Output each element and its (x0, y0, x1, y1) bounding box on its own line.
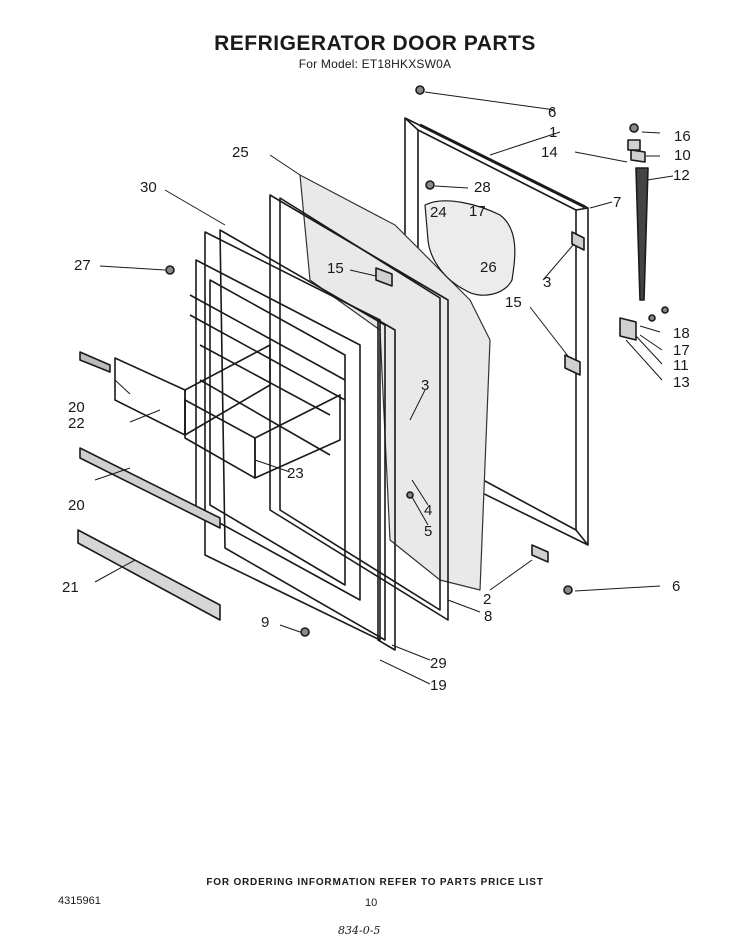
page-title: REFRIGERATOR DOOR PARTS (214, 32, 536, 55)
callout-13: 13 (673, 374, 690, 391)
detail-inset (424, 200, 516, 296)
callout-20b: 20 (68, 497, 85, 514)
callout-12: 12 (673, 167, 690, 184)
callout-labels: 1 2 3 3 4 5 6 6 7 8 9 10 11 12 13 14 15 … (62, 104, 691, 694)
callout-25: 25 (232, 144, 249, 161)
callout-5: 5 (424, 523, 432, 540)
callout-4: 4 (424, 502, 432, 519)
screws (165, 85, 669, 637)
door-gasket (269, 194, 449, 651)
callout-3: 3 (543, 274, 551, 291)
callout-30: 30 (140, 179, 157, 196)
handwritten-note: 834-0-5 (338, 924, 381, 937)
callout-27: 27 (74, 257, 91, 274)
callout-17b: 17 (673, 342, 690, 359)
callout-23: 23 (287, 465, 304, 482)
callout-8: 8 (484, 608, 492, 625)
callout-3b: 3 (421, 377, 429, 394)
callout-6: 6 (548, 104, 556, 121)
callout-26: 26 (480, 259, 497, 276)
callout-9: 9 (261, 614, 269, 631)
callout-18: 18 (673, 325, 690, 342)
inner-door-liner (189, 229, 386, 641)
callout-7: 7 (613, 194, 621, 211)
callout-14: 14 (541, 144, 558, 161)
callout-21: 21 (62, 579, 79, 596)
callout-22: 22 (68, 415, 85, 432)
callout-19: 19 (430, 677, 447, 694)
callout-29: 29 (430, 655, 447, 672)
page-number: 10 (365, 897, 378, 909)
callout-17: 17 (469, 203, 486, 220)
callout-15b: 15 (505, 294, 522, 311)
callout-16: 16 (674, 128, 691, 145)
door-shelf-bins (114, 344, 341, 479)
door-shelf-rails (77, 351, 221, 621)
callout-28: 28 (474, 179, 491, 196)
callout-11: 11 (673, 357, 689, 374)
callout-10: 10 (674, 147, 691, 164)
ordering-info: FOR ORDERING INFORMATION REFER TO PARTS … (206, 877, 544, 888)
callout-20: 20 (68, 399, 85, 416)
callout-24: 24 (430, 204, 447, 221)
callout-15: 15 (327, 260, 344, 277)
callout-6b: 6 (672, 578, 680, 595)
callout-1: 1 (549, 124, 557, 141)
callout-2: 2 (483, 591, 491, 608)
model-subtitle: For Model: ET18HKXSW0A (298, 57, 452, 71)
hinge-bar (635, 167, 649, 301)
part-number: 4315961 (58, 895, 101, 907)
leader-lines (94, 91, 674, 685)
